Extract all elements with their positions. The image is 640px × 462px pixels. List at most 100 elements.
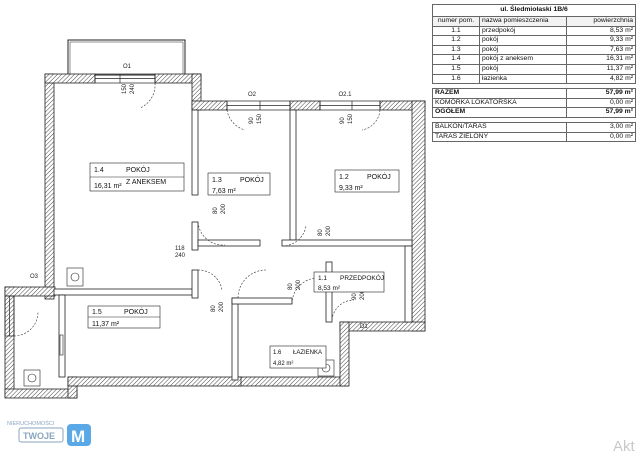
agency-logo: NIERUCHOMOŚCI TWOJE M [7,419,91,446]
room-1-2-label: 1.2 POKÓJ 9,33 m² [334,169,400,193]
room-number: 1.5 [92,309,102,316]
window-o2-width: 90 [249,117,255,124]
extra-name: TARAS ZIELONY [432,131,567,143]
room-area: 9,33 m² [339,185,363,192]
interior-walls [53,109,413,381]
room-area: 16,31 m² [94,183,122,190]
logo-word: TWOJE [23,431,55,441]
room-number: 1.2 [339,174,349,181]
cell-name: pokój [479,44,567,56]
logo-top-text: NIERUCHOMOŚCI [7,419,55,427]
room-number: 1.4 [94,167,104,174]
room-name: POKÓJ [124,307,148,316]
door-13-height: 200 [221,203,227,214]
header-number: numer pom. [432,16,480,27]
room-1-4-label: 1.4 POKÓJ Z ANEKSEM 16,31 m² [89,162,185,192]
table-title: ul. Śledmiołaski 1B/6 [432,4,636,17]
cell-number: 1.5 [432,63,480,75]
door-13-width: 80 [213,207,219,214]
balcony [67,39,186,76]
cell-area: 7,63 m² [566,44,636,56]
opening-width: 118 [175,246,185,252]
header-area: powierzchnia [566,16,636,27]
cell-name: przedpokój [479,25,567,37]
room-name: POKÓJ [126,165,150,174]
door-12-height: 200 [326,225,332,236]
window-o1-code: O1 [123,64,132,70]
window-o2-1 [319,100,381,111]
cell-area: 8,53 m² [566,25,636,37]
dimension-labels: O1 150 240 O2 90 150 O2.1 90 150 O3 D1 9… [30,64,368,330]
cell-number: 1.1 [432,25,480,37]
room-area: 7,63 m² [212,188,236,195]
door-d1-width: 90 [352,293,358,300]
opening-height: 240 [175,253,186,259]
cell-number: 1.6 [432,73,480,85]
watermark-text: Akt [613,438,635,455]
room-name: ŁAZIENKA [293,350,322,356]
room-name: POKÓJ [367,172,391,181]
cell-name: pokój [479,63,567,75]
cell-number: 1.2 [432,35,480,46]
cell-area: 4,82 m² [566,73,636,85]
door-15-width: 80 [211,305,217,312]
summary-area: 57,99 m² [566,88,636,99]
cell-name: łazienka [479,73,567,85]
cell-number: 1.4 [432,54,480,65]
window-o2 [226,100,291,111]
window-o2-1-width: 90 [340,117,346,124]
cell-number: 1.3 [432,44,480,56]
room-1-3-label: 1.3 POKÓJ 7,63 m² [207,172,271,196]
window-o2-height: 150 [257,113,263,124]
window-o1-width: 150 [122,83,128,94]
room-name: POKÓJ [240,175,264,184]
cell-area: 9,33 m² [566,35,636,46]
room-number: 1.1 [318,275,327,282]
logo-letter: M [71,427,85,446]
summary-name: RAZEM [432,88,567,99]
room-area: 4,82 m² [273,361,293,367]
door-16-height: 200 [296,279,302,290]
window-o2-1-code: O2.1 [338,92,352,98]
window-o1-height: 240 [130,83,136,94]
window-o2-code: O2 [248,92,257,98]
window-o3 [4,295,15,337]
extra-area: 0,00 m² [566,131,636,143]
room-1-6-label: 1.6 ŁAZIENKA 4,82 m² [269,345,327,369]
summary-area: 57,99 m² [566,107,636,118]
room-area: 11,37 m² [92,321,120,328]
extra-name: BALKON/TARAS [432,121,567,133]
cell-name: pokój [479,35,567,46]
door-d1-height: 200 [360,289,366,300]
summary-name: OGÓŁEM [432,107,567,118]
room-1-1-label: 1.1 PRZEDPOKÓJ 8,53 m² [313,271,385,293]
door-12-width: 80 [318,229,324,236]
cell-area: 11,37 m² [566,63,636,75]
summary-name: KOMÓRKA LOKATORSKA [432,97,567,109]
door-16-width: 80 [288,283,294,290]
door-d1-code: D1 [360,324,368,330]
room-area: 8,53 m² [318,285,341,292]
window-o3-code: O3 [30,274,39,280]
window-o1 [94,73,156,84]
door-15-height: 200 [219,301,225,312]
header-name: nazwa pomieszczenia [479,16,567,27]
room-name: PRZEDPOKÓJ [340,273,384,282]
cell-area: 16,31 m² [566,54,636,65]
room-number: 1.3 [212,177,222,184]
room-area-table: ul. Śledmiołaski 1B/6 numer pom. nazwa p… [432,4,636,143]
room-name-line2: Z ANEKSEM [126,179,166,186]
summary-area: 0,00 m² [566,97,636,109]
